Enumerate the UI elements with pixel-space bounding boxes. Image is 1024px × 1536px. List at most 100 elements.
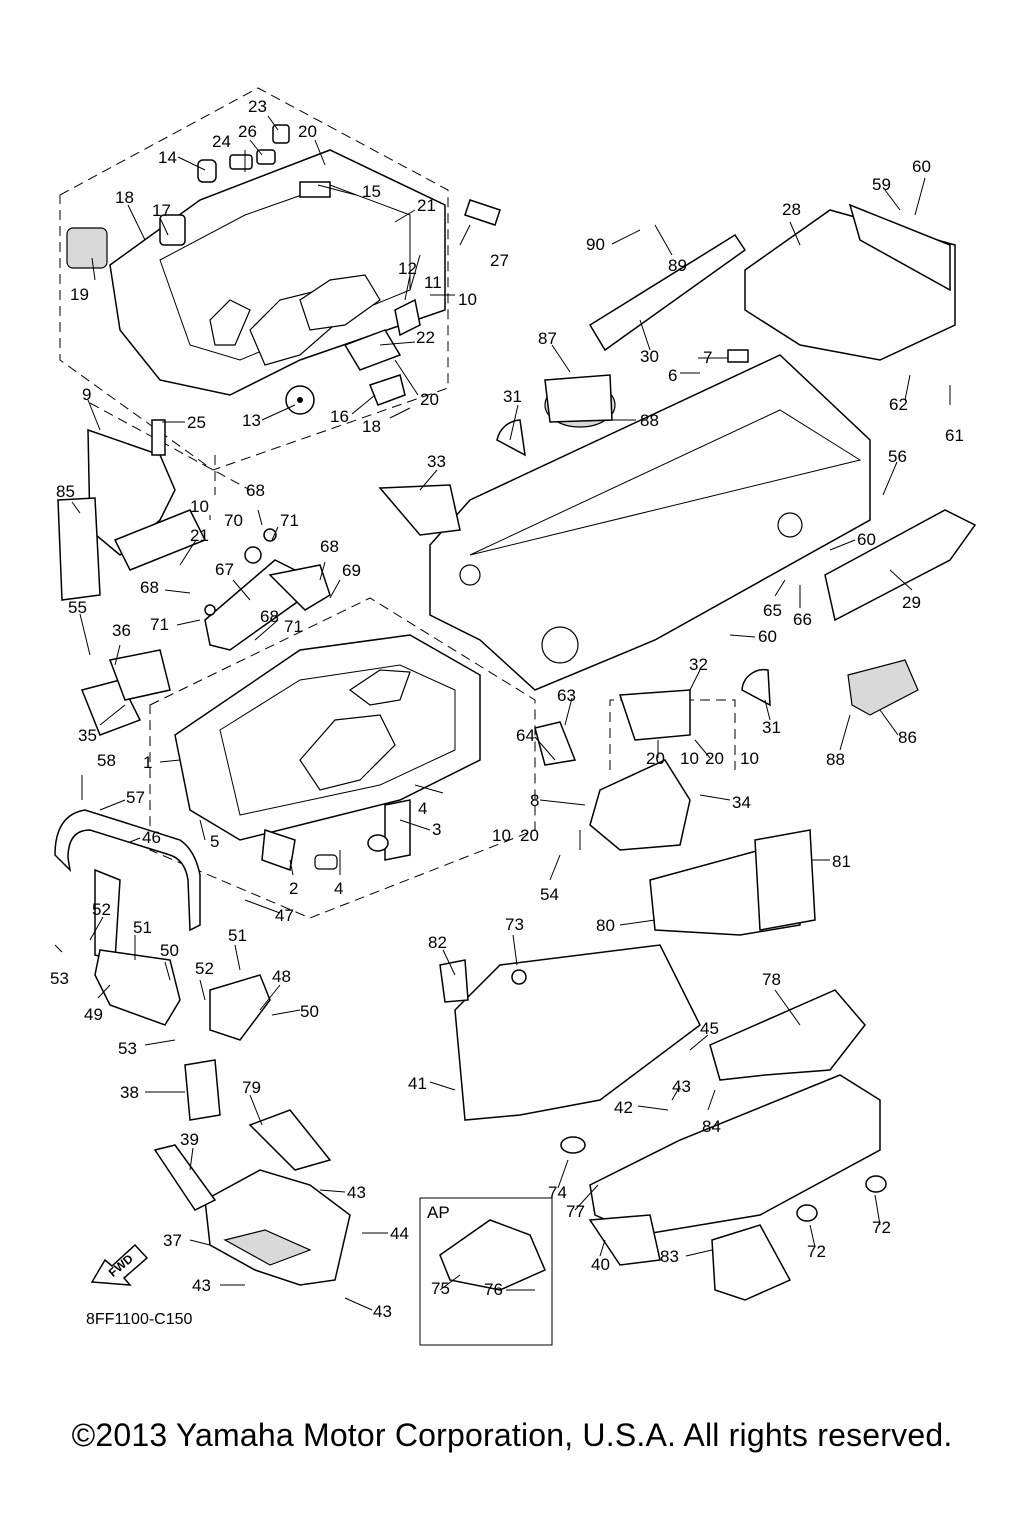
- callout: 13: [242, 411, 261, 430]
- callout: 20: [520, 826, 539, 845]
- callout: 52: [92, 900, 111, 919]
- callout: 19: [70, 285, 89, 304]
- callout: 2: [289, 879, 298, 898]
- callout: 44: [390, 1224, 409, 1243]
- callout: 43: [373, 1302, 392, 1321]
- left-bracket-assembly: [57, 419, 207, 601]
- callout: 20: [298, 122, 317, 141]
- callout: 21: [190, 526, 209, 545]
- callout: 36: [112, 621, 131, 640]
- callout: 84: [702, 1117, 721, 1136]
- body-panels: [439, 829, 887, 1301]
- callout: 18: [362, 417, 381, 436]
- callout: 22: [416, 328, 435, 347]
- callout: 64: [516, 726, 535, 745]
- callout: 66: [793, 610, 812, 629]
- callout: 47: [275, 906, 294, 925]
- callout: 55: [68, 598, 87, 617]
- callout: 65: [763, 601, 782, 620]
- skid-plate: [153, 1109, 351, 1286]
- callout: 86: [898, 728, 917, 747]
- callout: 27: [490, 251, 509, 270]
- callout: 40: [591, 1255, 610, 1274]
- callout: 53: [50, 969, 69, 988]
- callout: 51: [228, 926, 247, 945]
- callout: 10: [492, 826, 511, 845]
- callout: 52: [195, 959, 214, 978]
- callout: 46: [142, 828, 161, 847]
- front-bumper: [54, 809, 201, 961]
- callout: 4: [334, 879, 343, 898]
- callout: 38: [120, 1083, 139, 1102]
- callout: 24: [212, 132, 231, 151]
- callout: 67: [215, 560, 234, 579]
- callout: 37: [163, 1231, 182, 1250]
- callout: 6: [668, 366, 677, 385]
- callout: 31: [762, 718, 781, 737]
- callout: 17: [152, 201, 171, 220]
- callout: 88: [826, 750, 845, 769]
- callout: 60: [857, 530, 876, 549]
- callout: 50: [160, 941, 179, 960]
- callout: 1: [143, 753, 152, 772]
- callout: 85: [56, 482, 75, 501]
- callout: 56: [888, 447, 907, 466]
- callout: 72: [872, 1218, 891, 1237]
- callout: 57: [126, 788, 145, 807]
- callout: 31: [503, 387, 522, 406]
- callout: 5: [210, 832, 219, 851]
- side-parts: [378, 419, 919, 851]
- callout: 89: [668, 256, 687, 275]
- callout: 60: [912, 157, 931, 176]
- callout: 60: [758, 627, 777, 646]
- callout: 71: [150, 615, 169, 634]
- callout: 25: [187, 413, 206, 432]
- callout: 12: [398, 259, 417, 278]
- callout: 7: [703, 348, 712, 367]
- callout: 77: [566, 1202, 585, 1221]
- rear-structures: [544, 203, 977, 622]
- callout: 32: [689, 655, 708, 674]
- callout: 11: [424, 273, 442, 292]
- callout: 88: [640, 411, 659, 430]
- callout: 43: [347, 1183, 366, 1202]
- callout-labels: 23 26 24 20 14 15 18 17 21 27 12 11 19 1…: [50, 97, 964, 1321]
- callout: 3: [432, 820, 441, 839]
- ap-inset: AP: [419, 1197, 553, 1346]
- callout: 4: [418, 799, 427, 818]
- callout: 79: [242, 1078, 261, 1097]
- callout: 15: [362, 182, 381, 201]
- callout: 68: [320, 537, 339, 556]
- diagram-code: 8FF1100-C150: [86, 1311, 193, 1328]
- dashed-group-boxes: [59, 87, 736, 919]
- callout: 70: [224, 511, 243, 530]
- callout: 81: [832, 852, 851, 871]
- callout: 34: [732, 793, 751, 812]
- callout: 80: [596, 916, 615, 935]
- copyright-notice: ©2013 Yamaha Motor Corporation, U.S.A. A…: [71, 1417, 953, 1453]
- callout: 10: [458, 290, 477, 309]
- callout: 68: [246, 481, 265, 500]
- callout: 43: [672, 1077, 691, 1096]
- front-frame-upper: [66, 124, 501, 415]
- front-frame-main: [80, 634, 481, 872]
- callout: 41: [408, 1074, 427, 1093]
- callout: 83: [660, 1247, 679, 1266]
- callout: 18: [115, 188, 134, 207]
- callout: 87: [538, 329, 557, 348]
- callout: 49: [84, 1005, 103, 1024]
- callout: 50: [300, 1002, 319, 1021]
- callout: 69: [342, 561, 361, 580]
- callout: 29: [902, 593, 921, 612]
- callout: 43: [192, 1276, 211, 1295]
- callout: 63: [557, 686, 576, 705]
- callout: 82: [428, 933, 447, 952]
- callout: 72: [807, 1242, 826, 1261]
- lower-left-brackets: [94, 949, 271, 1121]
- callout: 71: [284, 617, 303, 636]
- callout: 78: [762, 970, 781, 989]
- callout: 14: [158, 148, 177, 167]
- callout: 42: [614, 1098, 633, 1117]
- callout: 9: [82, 385, 91, 404]
- callout: 68: [260, 607, 279, 626]
